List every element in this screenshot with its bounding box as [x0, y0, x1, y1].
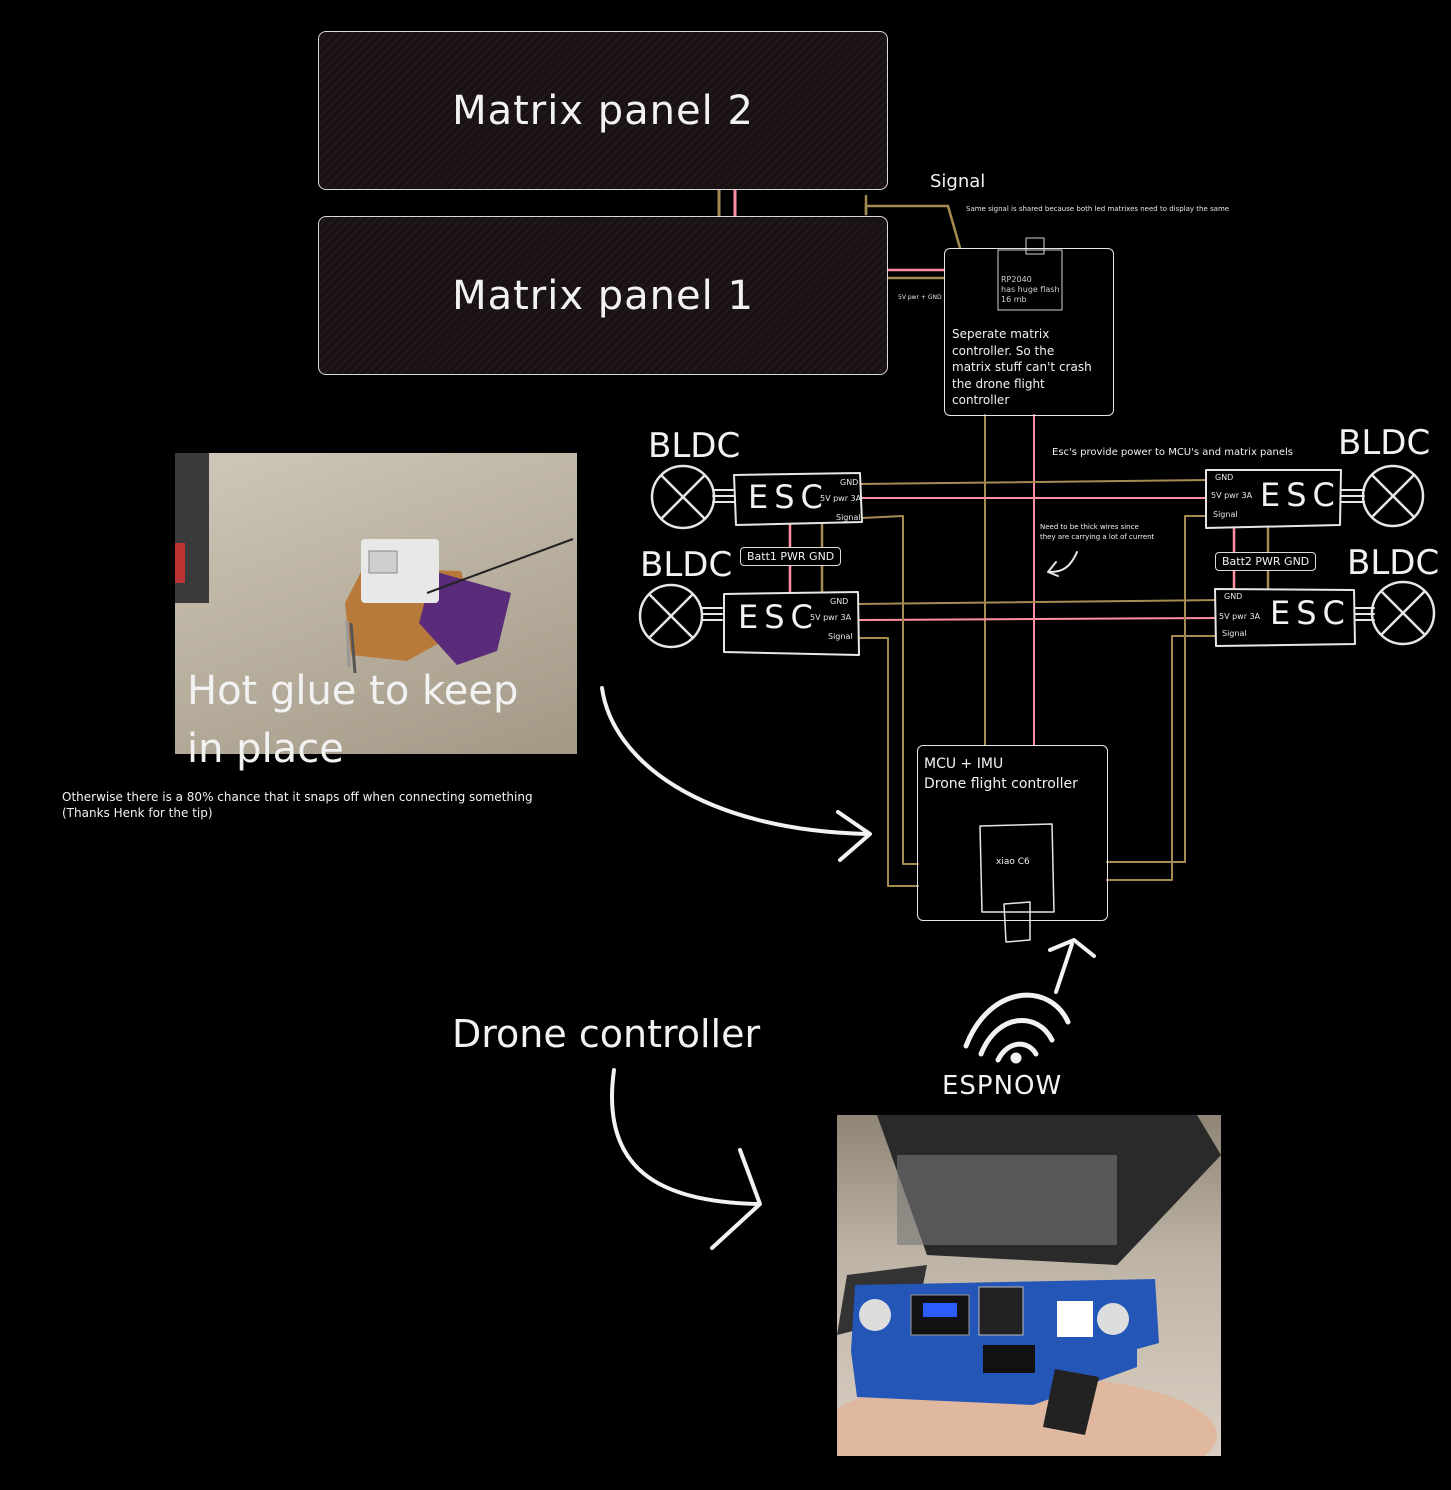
bldc-motor-1 — [650, 464, 716, 530]
hot-glue-note: Otherwise there is a 80% chance that it … — [62, 790, 533, 820]
esc2-pwr-pin: 5V pwr 3A — [810, 613, 852, 622]
esc-power-note: Esc's provide power to MCU's and matrix … — [1052, 447, 1293, 458]
esc2-gnd-pin: GND — [830, 597, 849, 606]
thick-wire-arrow — [1049, 551, 1078, 573]
controller-illustration — [837, 1115, 1221, 1456]
esc-box-1 — [733, 472, 863, 526]
matrix-controller-description: Seperate matrix controller. So the matri… — [952, 327, 1092, 407]
esc3-gnd-pin: GND — [1215, 473, 1234, 482]
flight-controller-box — [917, 745, 1108, 921]
esc3-signal-pin: Signal — [1213, 510, 1238, 519]
matrix-panel-2: Matrix panel 2 — [318, 31, 888, 190]
esc4-signal-pin: Signal — [1222, 629, 1247, 638]
bldc-motor-2 — [638, 583, 704, 649]
matrix-panel-2-label: Matrix panel 2 — [452, 87, 754, 134]
batt2-label: Batt2 PWR GND — [1215, 552, 1317, 571]
espnow-label: ESPNOW — [942, 1071, 1063, 1101]
esc3-pwr-pin: 5V pwr 3A — [1211, 491, 1253, 500]
esc-box-4 — [1214, 588, 1356, 647]
bldc-label-2: BLDC — [640, 545, 733, 585]
bldc-label-3: BLDC — [1338, 423, 1431, 463]
espnow-arrow — [1054, 942, 1074, 994]
thick-wire-note: Need to be thick wires since they are ca… — [1040, 523, 1155, 541]
esc-box-3 — [1205, 469, 1342, 529]
esc-label-3: ESC — [1260, 476, 1341, 514]
esc1-signal-wire — [861, 515, 919, 865]
usb-connector — [1003, 901, 1031, 943]
signal-label: Signal — [930, 171, 986, 192]
esc-label-4: ESC — [1270, 594, 1351, 632]
matrix-controller-box — [944, 248, 1114, 416]
pcb-illustration — [175, 453, 574, 674]
bldc-motor-3 — [1361, 464, 1425, 528]
esc-box-2 — [723, 591, 860, 656]
bldc-motor-4 — [1370, 580, 1436, 646]
hot-glue-photo — [175, 453, 577, 754]
bus-pwr-bottom — [857, 617, 1223, 621]
esc4-signal-wire — [1106, 635, 1223, 881]
esc4-gnd-pin: GND — [1224, 592, 1243, 601]
rp2040-label: RP2040 has huge flash 16 mb — [1001, 275, 1060, 304]
batt1-label: Batt1 PWR GND — [740, 547, 842, 566]
flight-controller-title: MCU + IMU Drone flight controller — [924, 756, 1078, 792]
esc2-signal-pin: Signal — [828, 632, 853, 641]
matrix-panel-1-label: Matrix panel 1 — [452, 272, 754, 319]
panel-power-label: 5V pwr + GND — [898, 294, 942, 301]
drone-controller-label: Drone controller — [452, 1012, 761, 1056]
signal-note: Same signal is shared because both led m… — [966, 205, 1230, 213]
esc1-pwr-pin: 5V pwr 3A — [820, 494, 862, 503]
rp2040-usb — [1025, 237, 1045, 255]
rp2040-chip-outline — [997, 249, 1063, 311]
wifi-icon — [963, 992, 1071, 1064]
esc1-gnd-pin: GND — [840, 478, 859, 487]
hot-glue-arrow — [600, 686, 870, 836]
bus-gnd-top — [859, 479, 1209, 485]
drone-controller-photo — [837, 1115, 1221, 1456]
matrix-panel-1: Matrix panel 1 — [318, 216, 888, 375]
xiao-label: xiao C6 — [996, 857, 1030, 867]
bus-gnd-bottom — [857, 599, 1223, 605]
esc1-signal-pin: Signal — [836, 513, 861, 522]
bldc-label-1: BLDC — [648, 426, 741, 466]
esc-label-2: ESC — [738, 598, 819, 636]
bldc-label-4: BLDC — [1347, 543, 1440, 583]
esc2-signal-wire — [857, 637, 919, 887]
drone-controller-arrow — [610, 1068, 760, 1206]
esc-label-1: ESC — [748, 478, 829, 516]
esc3-signal-wire — [1106, 515, 1209, 863]
hot-glue-title: Hot glue to keep in place — [187, 668, 519, 772]
esc4-pwr-pin: 5V pwr 3A — [1219, 612, 1261, 621]
